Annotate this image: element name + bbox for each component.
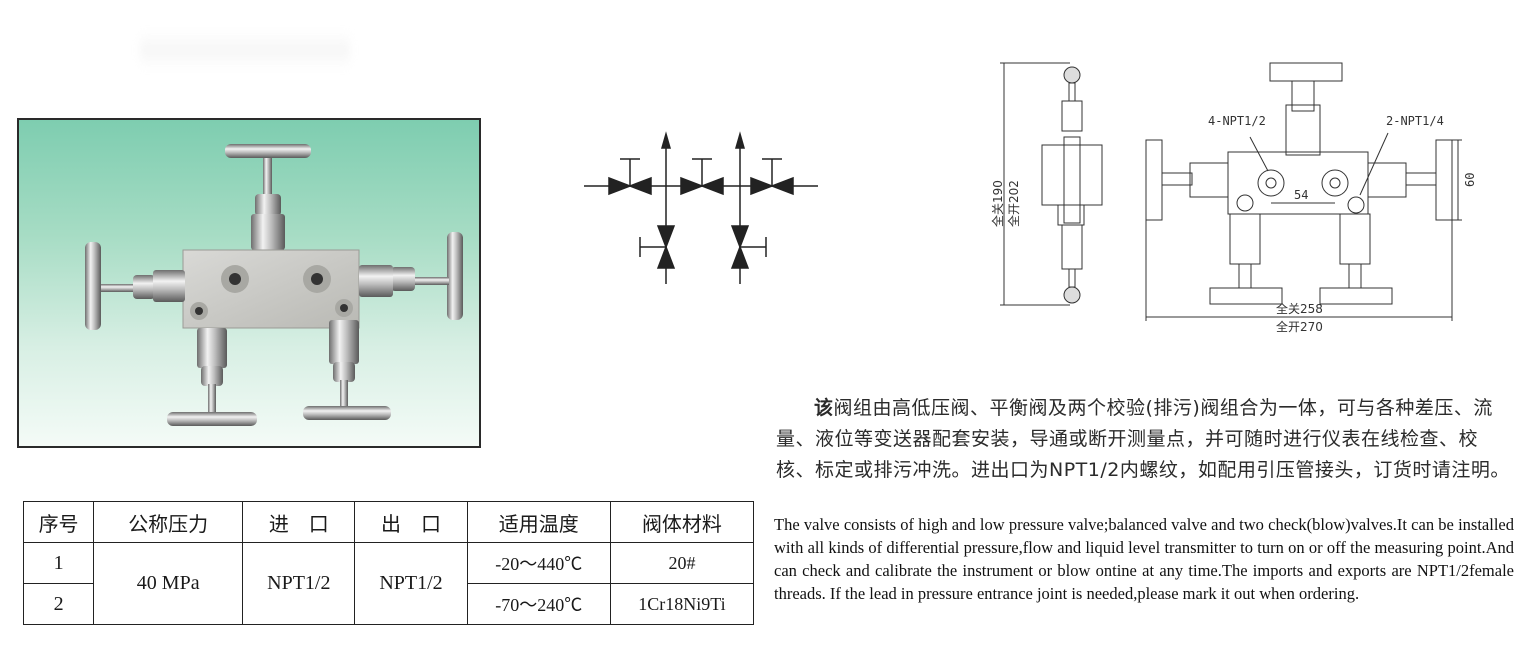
manifold-illustration [85,144,463,426]
spec-table: 序号 公称压力 进 口 出 口 适用温度 阀体材料 1 40 MPa NPT1/… [22,501,755,625]
header-inlet: 进 口 [242,501,356,543]
technical-drawing: 全关190 全开202 4-NPT1/2 2-NPT1/4 54 60 全关25… [990,55,1530,345]
cell-outlet: NPT1/2 [354,542,468,625]
faded-header-artifact [140,30,350,70]
dim-width-open: 全开270 [1276,319,1323,334]
dim-center: 54 [1294,188,1308,202]
header-temperature: 适用温度 [466,501,611,543]
cell-no: 1 [22,542,95,584]
cell-temperature: -20～440℃ [466,542,611,584]
description-en-body: The valve consists of high and low press… [774,515,1514,603]
cell-no: 2 [22,583,95,625]
header-pressure: 公称压力 [93,501,244,543]
product-photo [17,118,481,448]
cell-temperature: -70～240℃ [466,583,611,625]
label-ports-main: 4-NPT1/2 [1208,114,1266,128]
description-cn-body: 阀组由高低压阀、平衡阀及两个校验(排污)阀组合为一体，可与各种差压、流量、液位等… [776,397,1510,481]
table-row: 1 40 MPa NPT1/2 NPT1/2 -20～440℃ 20# [22,542,755,625]
cell-pressure: 40 MPa [93,542,244,625]
description-english: The valve consists of high and low press… [774,513,1514,605]
side-dim-open: 全开202 [1006,180,1021,227]
label-ports-drain: 2-NPT1/4 [1386,114,1444,128]
header-material: 阀体材料 [609,501,755,543]
description-lead-char: 该 [814,397,834,419]
header-no: 序号 [22,501,95,543]
side-dim-closed: 全关190 [990,180,1005,227]
dimension-drawing: 全关190 全开202 4-NPT1/2 2-NPT1/4 54 60 全关25… [990,62,1477,334]
flow-schematic [580,120,830,300]
cell-material: 20# [609,542,755,584]
header-outlet: 出 口 [354,501,468,543]
dim-height: 60 [1463,173,1477,187]
description-chinese: 该阀组由高低压阀、平衡阀及两个校验(排污)阀组合为一体，可与各种差压、流量、液位… [776,393,1516,486]
cell-inlet: NPT1/2 [242,542,356,625]
cell-material: 1Cr18Ni9Ti [609,583,755,625]
dim-width-closed: 全关258 [1276,301,1323,316]
table-row: 2 -70～240℃ 1Cr18Ni9Ti [22,583,755,625]
valve-schematic-diagram [584,131,818,284]
table-header-row: 序号 公称压力 进 口 出 口 适用温度 阀体材料 [22,501,755,543]
